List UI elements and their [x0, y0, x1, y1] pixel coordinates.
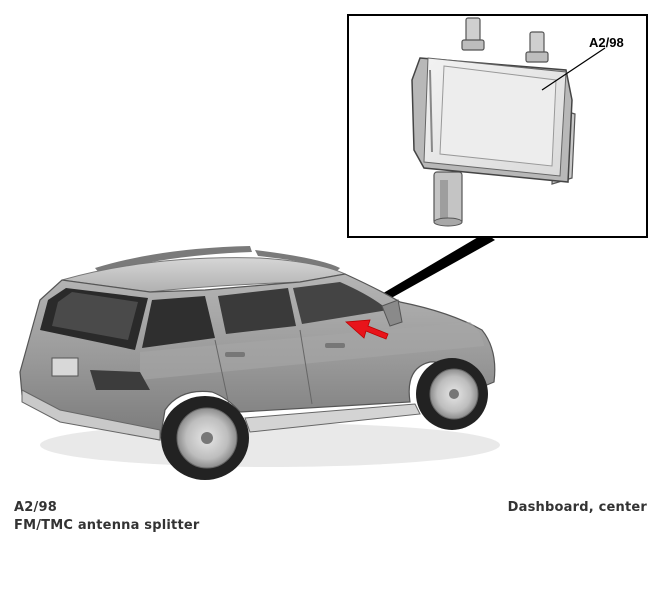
component-code: A2/98: [14, 500, 57, 515]
detail-inset: A2/98: [347, 14, 648, 238]
component-location-diagram: A2/98: [19, 14, 648, 480]
callout-leader: [541, 47, 606, 91]
component-location: Dashboard, center: [507, 500, 647, 515]
callout-label: A2/98: [589, 35, 624, 50]
antenna-splitter-illustration: [411, 17, 576, 227]
vehicle-illustration: [19, 246, 500, 480]
location-arrow: [345, 319, 389, 340]
component-name: FM/TMC antenna splitter: [14, 518, 200, 533]
